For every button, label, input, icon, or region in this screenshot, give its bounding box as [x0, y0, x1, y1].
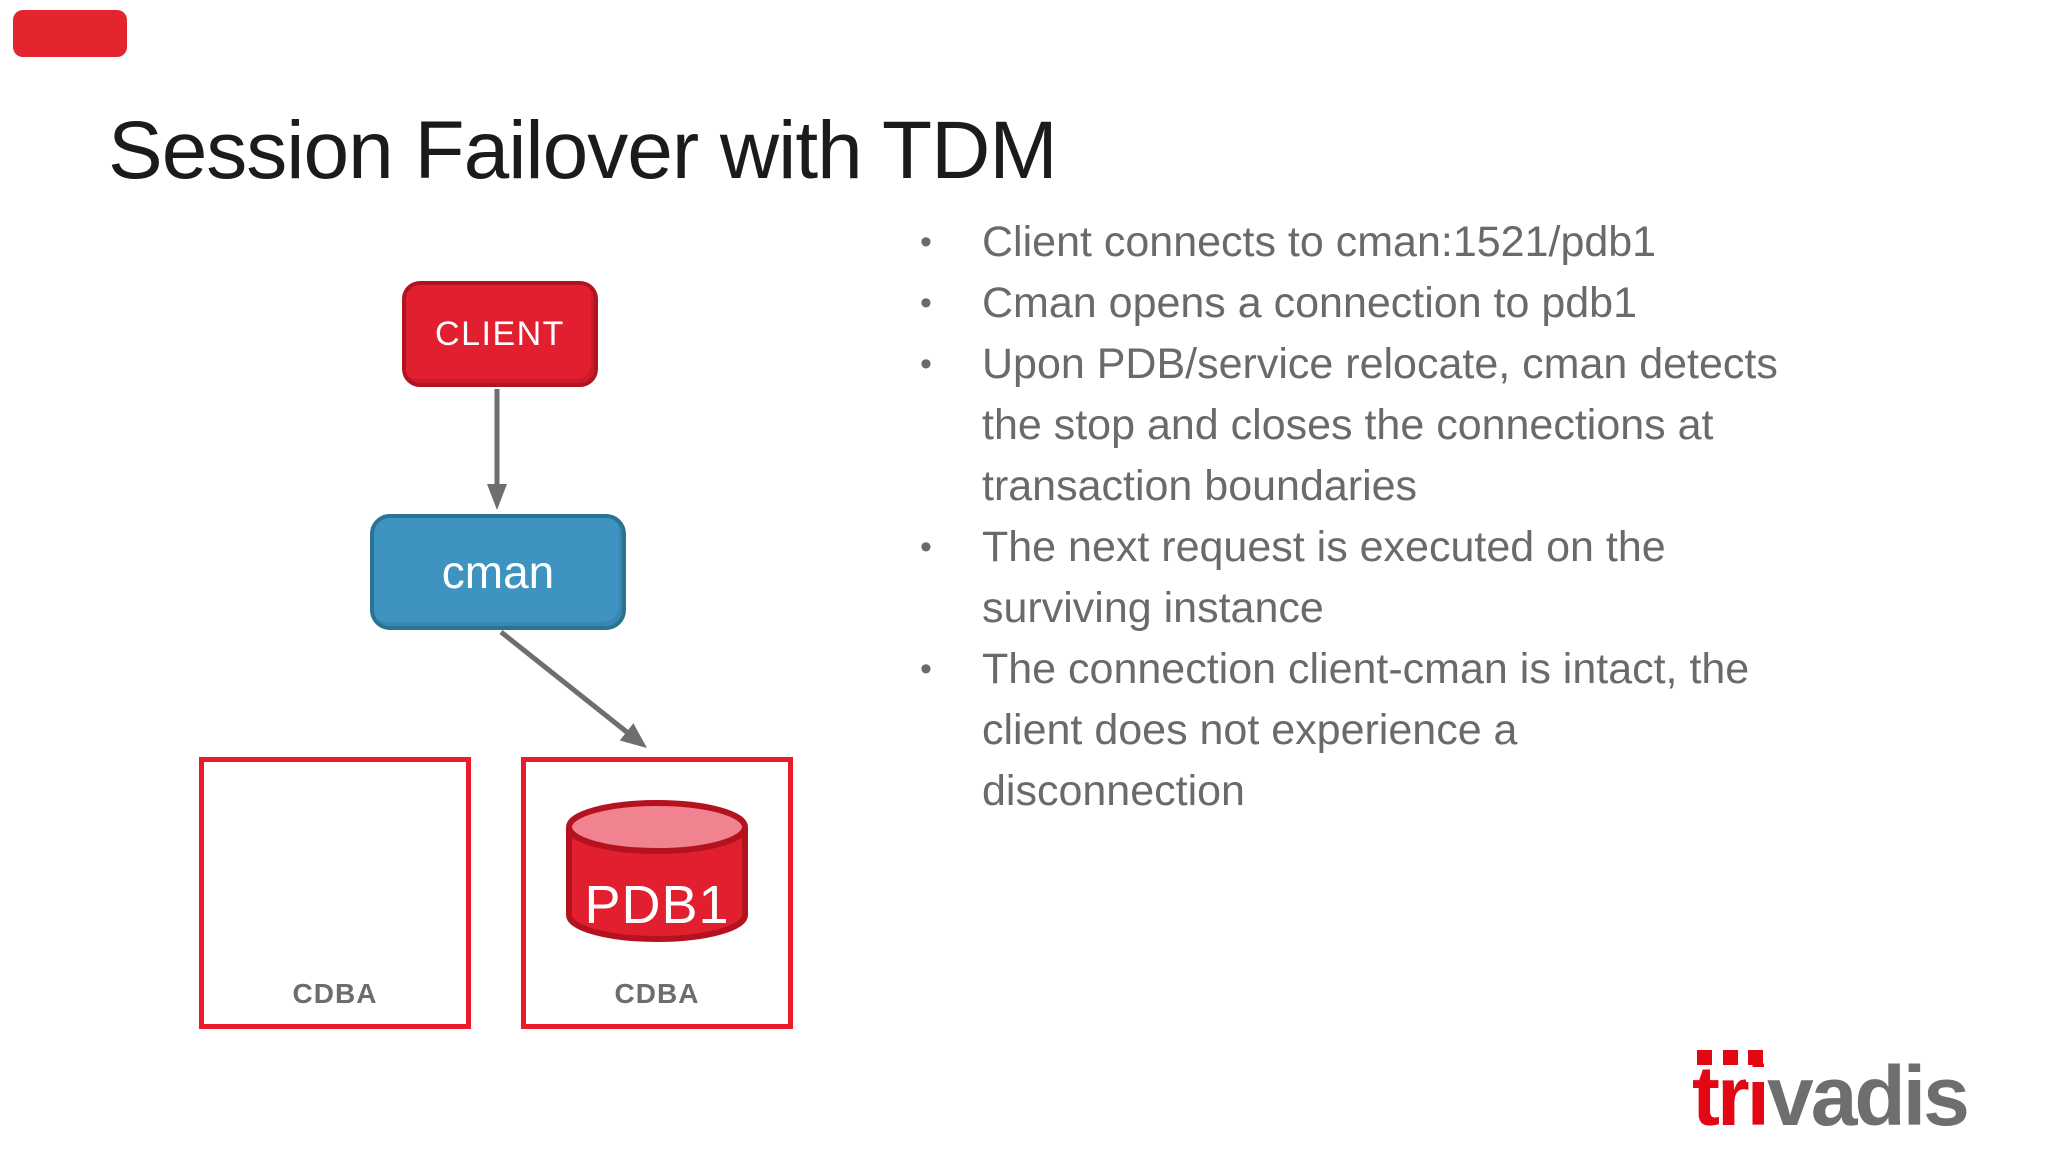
client-node-label: CLIENT	[435, 314, 565, 353]
bullet-item: • Client connects to cman:1521/pdb1	[918, 212, 1928, 273]
bullet-marker: •	[920, 528, 932, 566]
arrow-client-to-cman	[487, 389, 507, 510]
cman-node: cman	[370, 514, 626, 630]
cdba-box-left: CDBA	[199, 757, 471, 1029]
top-left-red-badge	[13, 10, 127, 57]
cman-node-label: cman	[441, 546, 555, 598]
bullet-item: • The connection client-cman is intact, …	[918, 639, 1928, 822]
logo-gray-part: vadis	[1767, 1049, 1970, 1143]
page-title: Session Failover with TDM	[108, 105, 1058, 196]
bullet-text: Client connects to cman:1521/pdb1	[982, 218, 1657, 266]
bullet-item: • Upon PDB/service relocate, cman detect…	[918, 334, 1928, 517]
logo-dot-cover	[1746, 1067, 1764, 1082]
bullet-marker: •	[920, 650, 932, 688]
client-node: CLIENT	[402, 281, 598, 387]
trivadis-logo-text: trivadis	[1692, 1054, 1970, 1138]
bullet-text: client does not experience a	[982, 706, 1518, 754]
bullet-list: • Client connects to cman:1521/pdb1 • Cm…	[918, 212, 1928, 822]
logo-square-dot	[1697, 1050, 1712, 1065]
bullet-item: • Cman opens a connection to pdb1	[918, 273, 1928, 334]
bullet-item: • The next request is executed on the su…	[918, 517, 1928, 639]
bullet-marker: •	[920, 284, 932, 322]
bullet-text: The connection client-cman is intact, th…	[982, 645, 1750, 693]
bullet-text: Cman opens a connection to pdb1	[982, 279, 1638, 327]
arrow-cman-to-cdba	[499, 630, 647, 748]
cdba-right-label: CDBA	[614, 978, 700, 1009]
bullet-text: Upon PDB/service relocate, cman detects	[982, 340, 1778, 388]
bullet-text: the stop and closes the connections at	[982, 401, 1714, 449]
bullet-marker: •	[920, 223, 932, 261]
cdba-left-label: CDBA	[292, 978, 378, 1009]
bullet-text: transaction boundaries	[982, 462, 1418, 510]
pdb1-database-cylinder-icon	[566, 800, 748, 942]
bullet-marker: •	[920, 345, 932, 383]
bullet-text: disconnection	[982, 767, 1245, 815]
trivadis-logo: trivadis	[1692, 1040, 2022, 1140]
pdb1-label: PDB1	[584, 875, 730, 935]
bullet-text: The next request is executed on the	[982, 523, 1666, 571]
bullet-text: surviving instance	[982, 584, 1324, 632]
logo-square-dot	[1723, 1050, 1738, 1065]
logo-square-dot	[1748, 1050, 1763, 1065]
